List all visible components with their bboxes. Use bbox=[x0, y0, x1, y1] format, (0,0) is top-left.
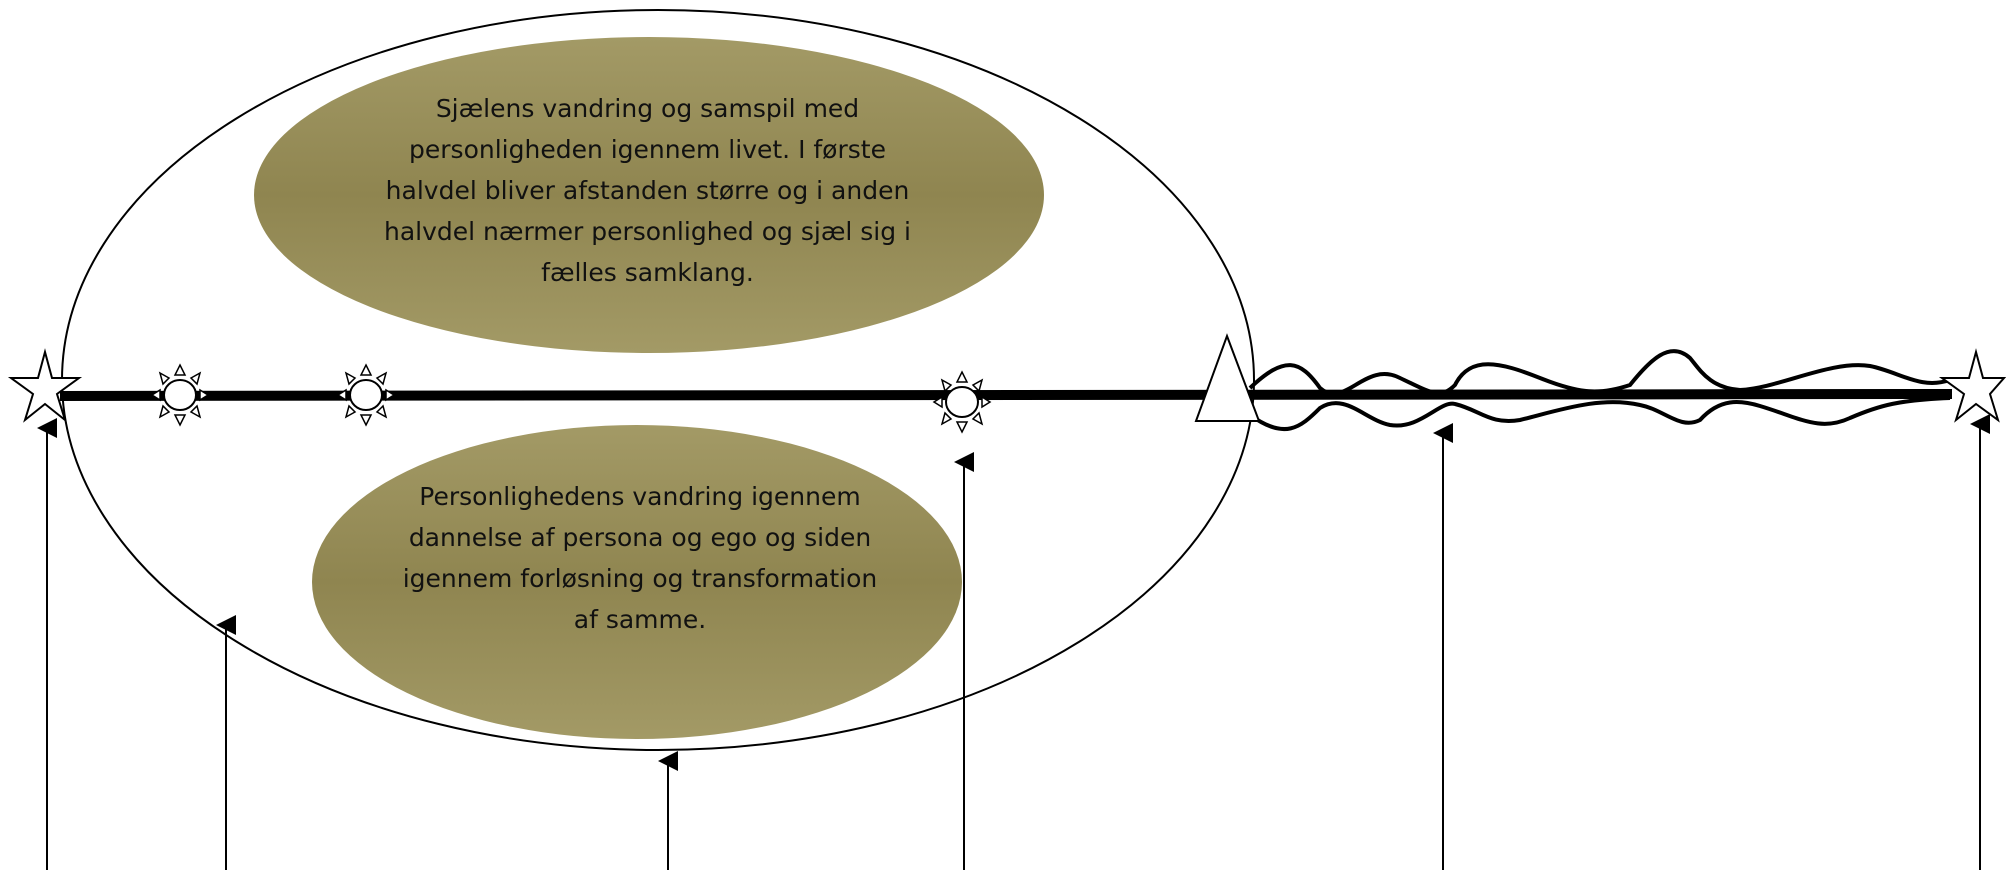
personality-ellipse bbox=[312, 425, 962, 739]
end-star-icon bbox=[1938, 348, 2006, 423]
start-star-icon bbox=[7, 348, 83, 423]
midlife-triangle-icon bbox=[1194, 333, 1261, 422]
wave-lower bbox=[1248, 396, 1951, 432]
personality-caption: Personlighedens vandring igennem dannels… bbox=[402, 482, 878, 634]
sun-icon bbox=[932, 370, 992, 434]
soul-ellipse bbox=[254, 37, 1044, 353]
sun-icon bbox=[150, 363, 210, 427]
wave-upper bbox=[1248, 349, 1951, 396]
soul-caption: Sjælens vandring og samspil med personli… bbox=[384, 94, 911, 287]
sun-icon bbox=[336, 363, 396, 427]
